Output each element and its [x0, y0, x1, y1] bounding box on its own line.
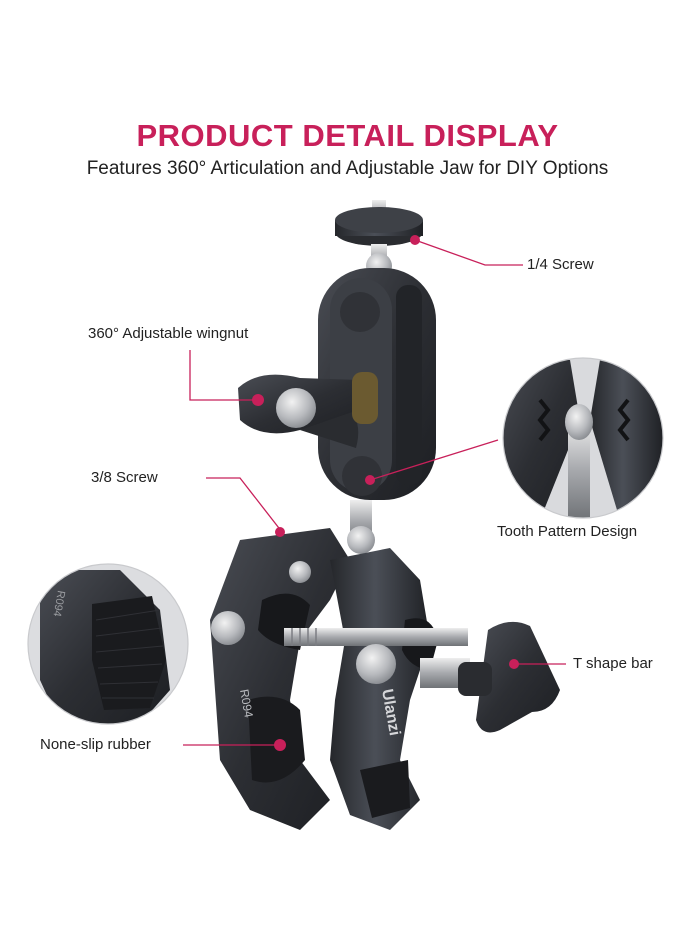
callout-three-eighths-screw: 3/8 Screw	[91, 469, 158, 486]
dot-quarter-screw	[410, 235, 420, 245]
model-engraving: R094	[237, 688, 256, 719]
callout-t-bar: T shape bar	[573, 655, 653, 672]
t-shape-bar	[458, 621, 560, 733]
callout-tooth-pattern: Tooth Pattern Design	[497, 523, 638, 540]
ball-joint	[347, 500, 375, 554]
callout-wingnut: 360° Adjustable wingnut	[88, 325, 249, 342]
dot-wingnut	[252, 394, 264, 406]
dot-tooth-pattern	[365, 475, 375, 485]
wingnut	[238, 372, 378, 448]
model-engraving-detail: R094	[50, 589, 66, 617]
callout-rubber: None-slip rubber	[40, 736, 151, 753]
callout-quarter-screw: 1/4 Screw	[527, 256, 594, 273]
page-title: PRODUCT DETAIL DISPLAY	[136, 118, 559, 153]
quarter-screw-mount	[335, 200, 423, 279]
tooth-pattern-detail	[502, 357, 664, 519]
page-subtitle: Features 360° Articulation and Adjustabl…	[86, 158, 609, 179]
dot-rubber	[274, 739, 286, 751]
super-clamp	[210, 528, 470, 830]
dot-t-bar	[509, 659, 519, 669]
rubber-detail	[27, 563, 189, 725]
callout-dots	[252, 235, 519, 751]
dot-three-eighths-screw	[275, 527, 285, 537]
callout-lines	[183, 239, 566, 746]
